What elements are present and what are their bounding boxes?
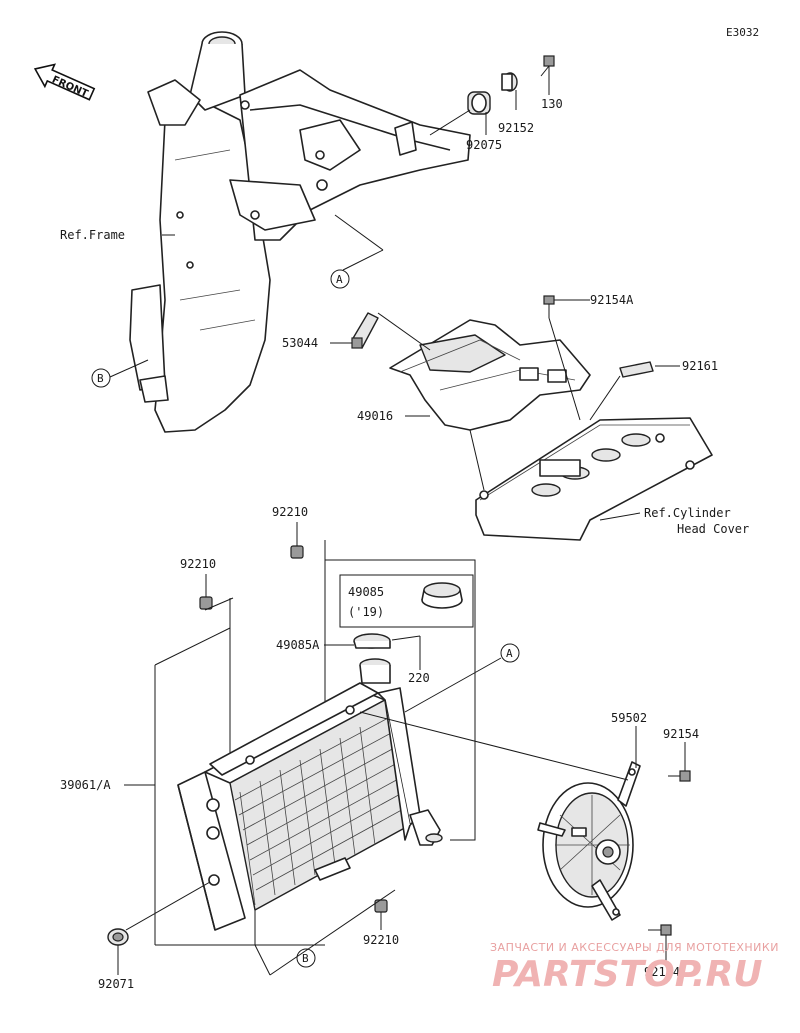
label-92210-bottom: 92210 xyxy=(363,933,399,947)
label-49085A: 49085A xyxy=(276,638,320,652)
label-92210-top: 92210 xyxy=(272,505,308,519)
callout-b-left xyxy=(91,368,111,388)
grommet-92071 xyxy=(107,928,129,946)
fan-59502 xyxy=(537,761,641,921)
callout-a-top-label: A xyxy=(336,273,343,286)
label-49085: 49085 xyxy=(348,585,384,599)
label-130: 130 xyxy=(541,97,563,111)
label-59502: 59502 xyxy=(611,711,647,725)
radiator-cap-49085A xyxy=(353,633,391,649)
pad-53044 xyxy=(351,312,379,349)
clip-92210-left xyxy=(199,596,213,610)
callout-b-left-label: B xyxy=(97,372,104,385)
label-92161: 92161 xyxy=(682,359,718,373)
front-arrow-icon: FRONT xyxy=(33,63,96,101)
callout-a-top xyxy=(330,269,350,289)
radiator-39061 xyxy=(177,658,443,931)
callout-b-bottom-label: B xyxy=(302,952,309,965)
cap-49085-box xyxy=(339,574,474,628)
bolt-92154-bottom xyxy=(648,924,672,936)
strip-92161 xyxy=(619,361,654,378)
bolt-92154-right xyxy=(668,770,691,782)
label-49085-year: ('19) xyxy=(348,605,384,619)
label-92154-bottom: 92154 xyxy=(644,965,680,979)
label-39061A: 39061/A xyxy=(60,778,111,792)
label-ref-frame: Ref.Frame xyxy=(60,228,125,242)
radiator-cap-49085 xyxy=(421,582,463,609)
watermark-main: PARTSTOP.RU xyxy=(492,954,762,995)
callout-b-bottom xyxy=(296,948,316,968)
diagram-code: E3032 xyxy=(726,26,759,39)
collar-92152 xyxy=(501,72,518,92)
label-92152: 92152 xyxy=(498,121,534,135)
label-92154A: 92154A xyxy=(590,293,634,307)
callout-a-mid-label: A xyxy=(506,647,513,660)
watermark-top: ЗАПЧАСТИ И АКСЕССУАРЫ ДЛЯ МОТОТЕХНИКИ xyxy=(490,941,779,954)
callout-a-mid xyxy=(500,643,520,663)
label-head-cover: Head Cover xyxy=(677,522,749,536)
bolt-92154A xyxy=(543,295,555,318)
clip-92210-top xyxy=(290,545,304,559)
label-92075: 92075 xyxy=(466,138,502,152)
heat-guard-49016 xyxy=(389,319,591,431)
cylinder-head-cover xyxy=(475,417,713,541)
label-49016: 49016 xyxy=(357,409,393,423)
label-92210-left: 92210 xyxy=(180,557,216,571)
frame-drawing xyxy=(129,31,471,433)
label-220: 220 xyxy=(408,671,430,685)
label-92154-right: 92154 xyxy=(663,727,699,741)
label-92071: 92071 xyxy=(98,977,134,991)
label-53044: 53044 xyxy=(282,336,318,350)
bolt-130 xyxy=(540,55,555,80)
label-ref-cylinder: Ref.Cylinder xyxy=(644,506,731,520)
grommet-92075 xyxy=(467,91,491,115)
